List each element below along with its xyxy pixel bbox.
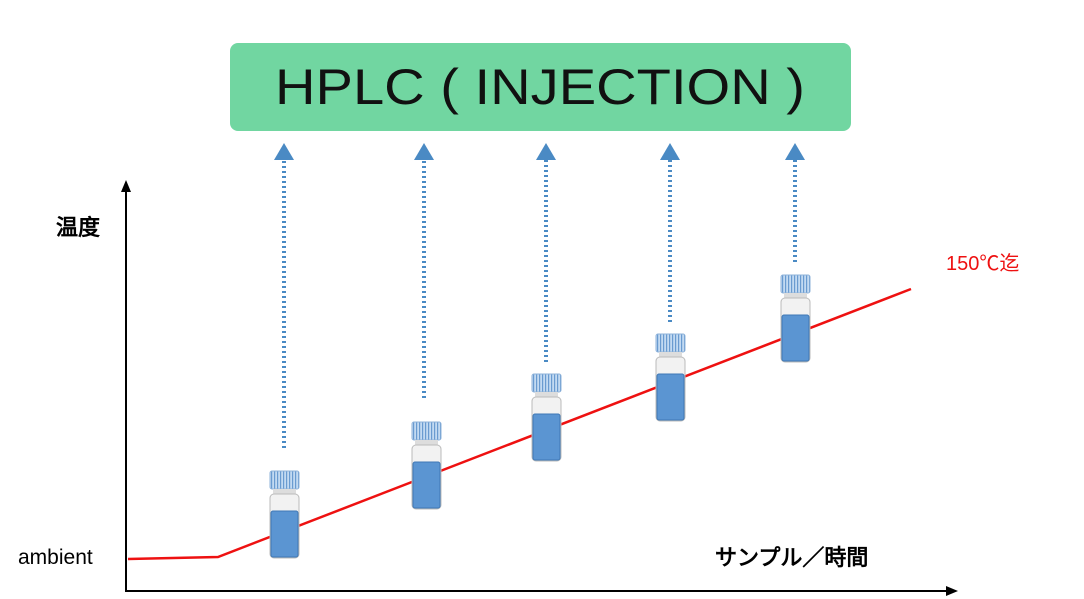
y-axis-arrow-icon [121,180,131,192]
end-temperature-label: 150℃迄 [946,252,1019,275]
arrow-head-1-icon [274,143,294,160]
x-axis-arrow-icon [946,586,958,596]
x-axis-label: サンプル／時間 [715,546,868,571]
arrow-head-2-icon [414,143,434,160]
baseline-label: ambient [18,546,93,569]
vial-2-icon [411,421,442,510]
hplc-banner [230,43,851,131]
arrow-head-4-icon [660,143,680,160]
y-axis-label: 温度 [56,215,101,241]
arrow-head-5-icon [785,143,805,160]
injection-arrows [282,160,797,448]
vial-3-icon [531,373,562,462]
vial-1-icon [269,470,300,559]
banner-title: HPLC ( INJECTION ) [275,59,805,115]
arrow-heads [274,143,805,160]
arrow-head-3-icon [536,143,556,160]
vial-4-icon [655,333,686,422]
vial-5-icon [780,274,811,363]
